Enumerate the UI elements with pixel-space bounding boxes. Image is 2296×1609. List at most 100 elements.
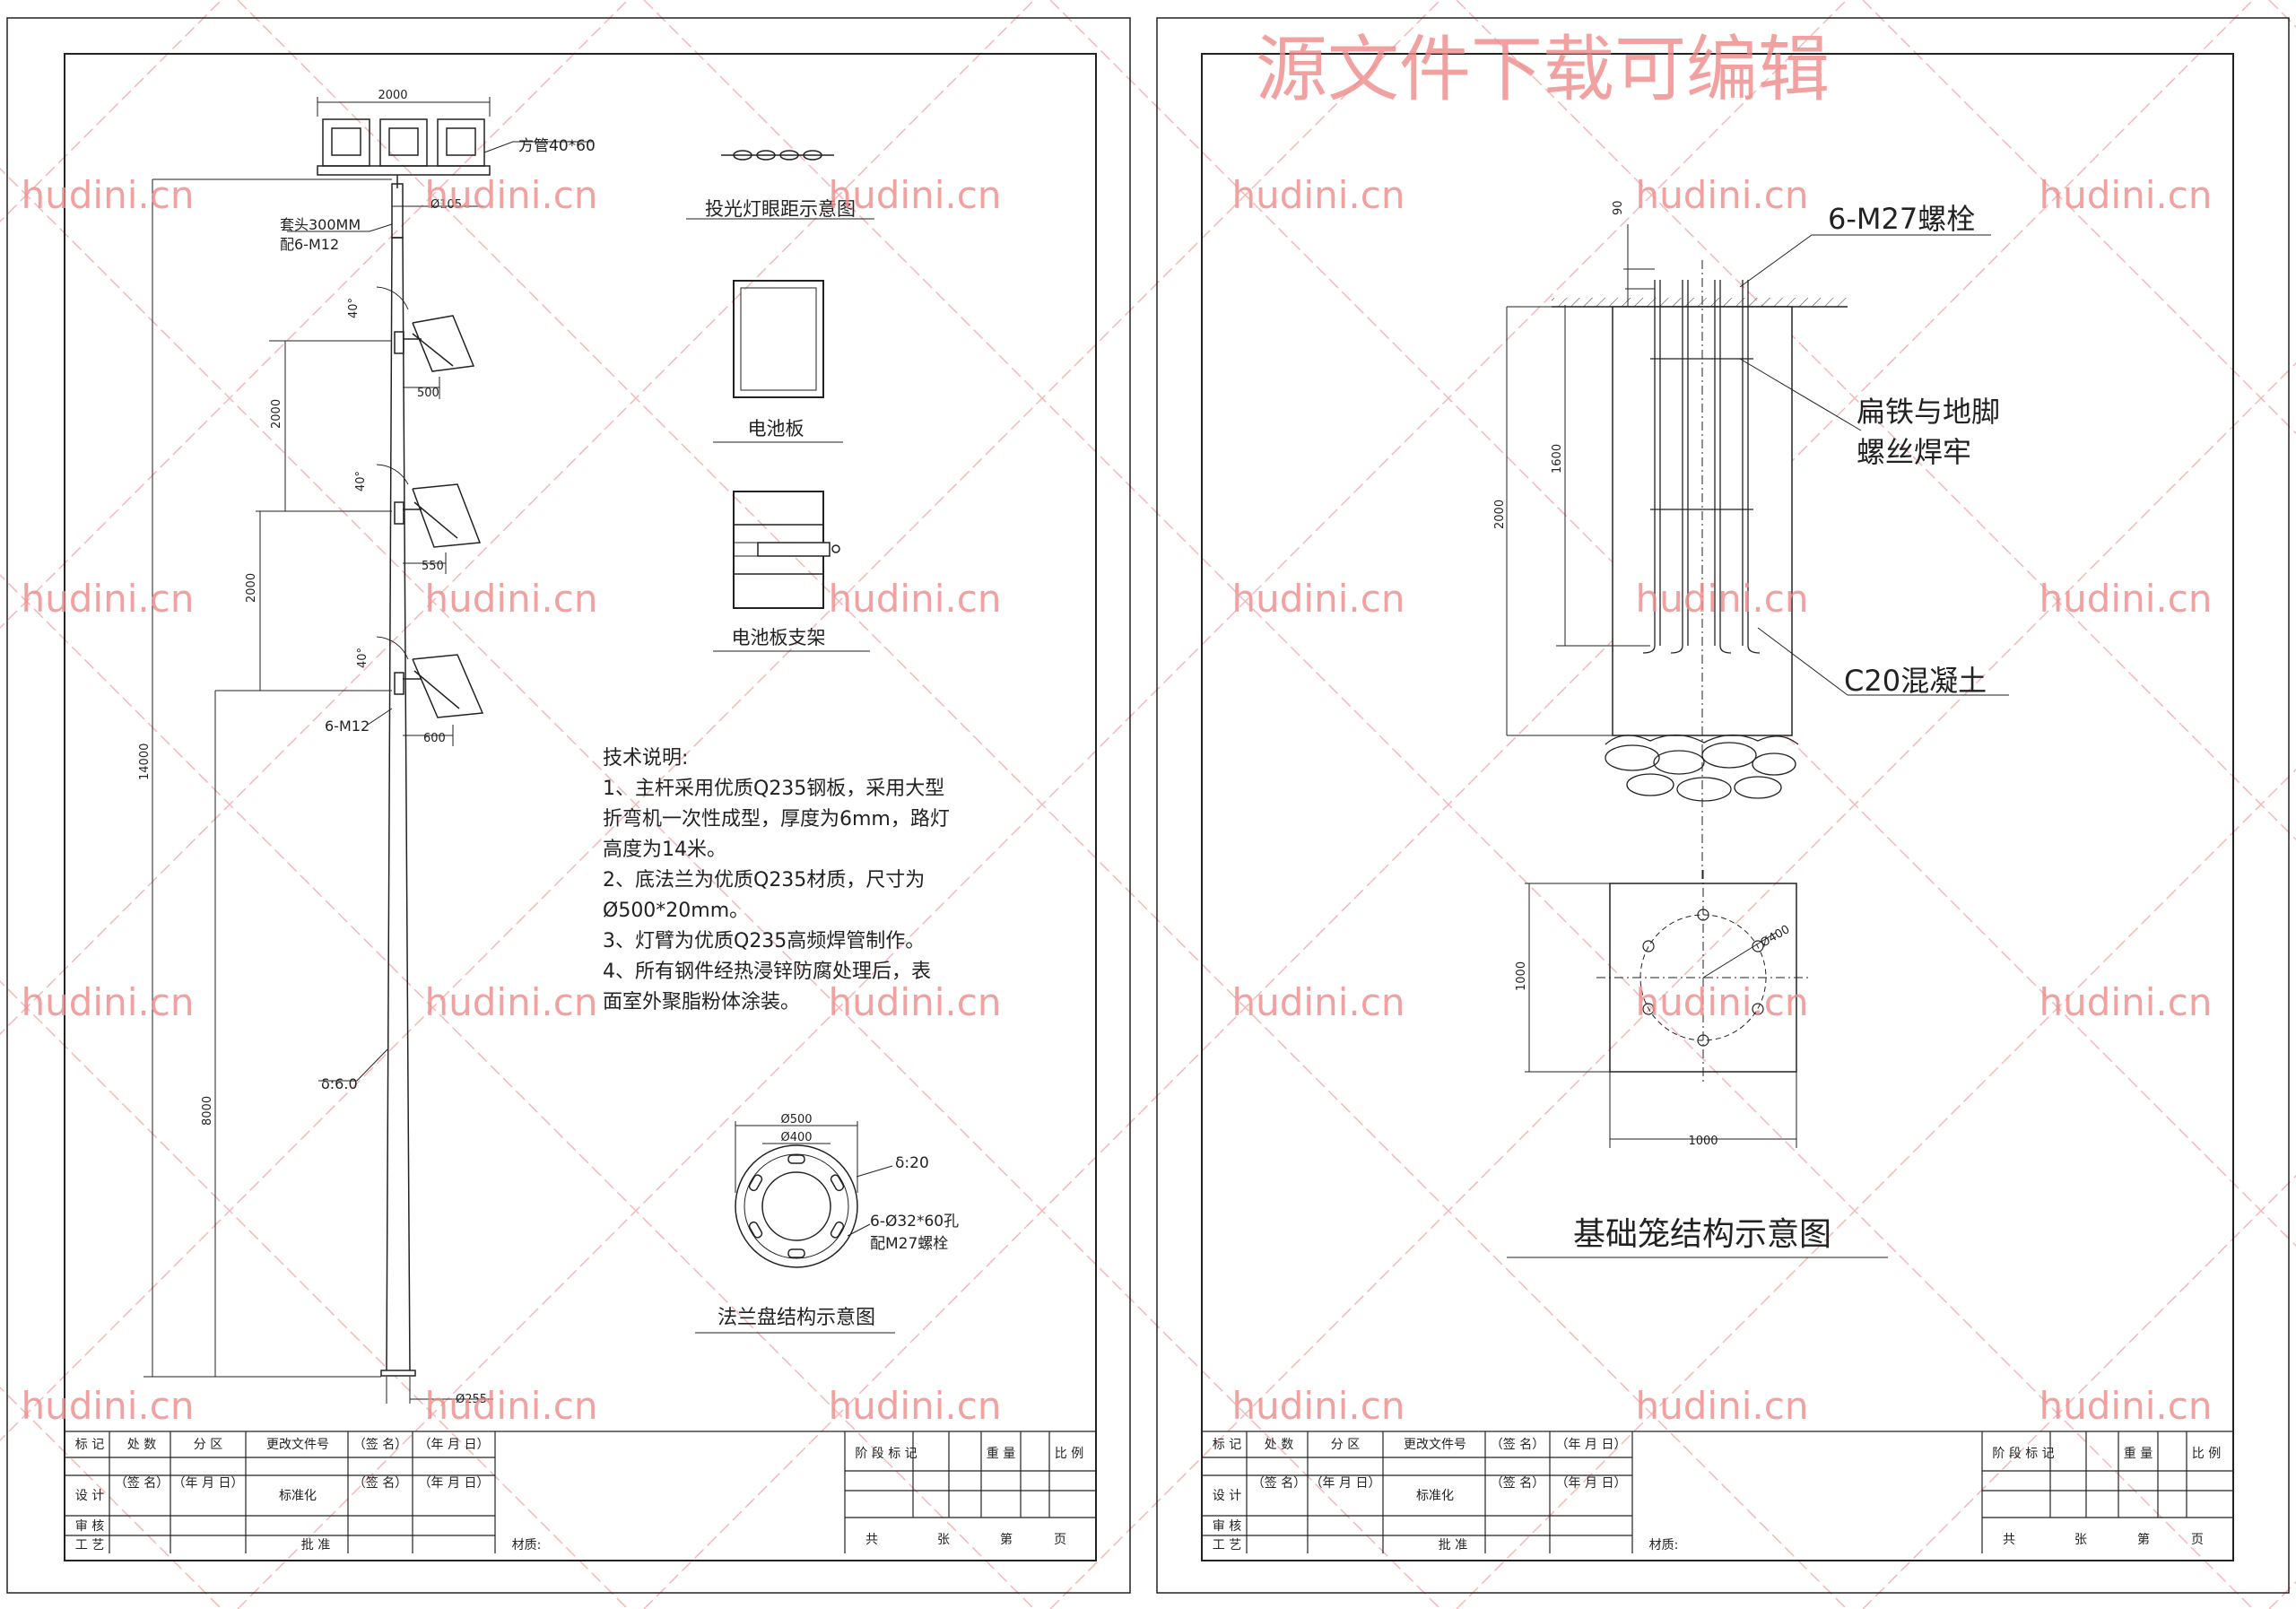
label-sleeve: 套头300MM — [280, 216, 361, 233]
watermark-line — [0, 573, 1035, 1609]
notes-line-1: 1、主杆采用优质Q235钢板，采用大型 — [603, 778, 944, 800]
flange-plate — [695, 1121, 895, 1334]
title-block-review: 审 核 — [75, 1519, 104, 1534]
label-weld-2: 螺丝焊牢 — [1857, 435, 1971, 469]
title-block-sign: （签 名） — [353, 1437, 407, 1452]
title-block-material: 材质: — [1649, 1538, 1679, 1552]
solar-panel-3 — [412, 654, 484, 718]
sheet-frames — [6, 17, 2290, 1594]
dim-1600: 1600 — [1551, 444, 1564, 474]
watermark-line — [643, 0, 2254, 1609]
title-block-stage-mark: 阶 段 标 记 — [1992, 1447, 2054, 1461]
title-block-weight: 重 量 — [987, 1447, 1015, 1461]
flange-thickness: δ:20 — [895, 1154, 929, 1172]
watermark-line — [2268, 1580, 2296, 1609]
dim-height-total: 14000 — [138, 744, 152, 780]
title-block-count: 处 数 — [1265, 1438, 1293, 1452]
title-block-date: （年 月 日） — [419, 1438, 490, 1452]
title-block-standardize: 标准化 — [279, 1489, 317, 1503]
title-block-approve: 批 准 — [301, 1538, 330, 1552]
dim-base-diameter: Ø255 — [456, 1393, 487, 1406]
title-block-zone: 分 区 — [194, 1438, 222, 1452]
title-block-stage-mark: 阶 段 标 记 — [855, 1447, 917, 1461]
title-block-standardize: 标准化 — [1416, 1489, 1454, 1503]
watermark-line — [237, 0, 1848, 1609]
solar-panel-1 — [412, 315, 475, 372]
watermark-site: hudini.cn — [22, 173, 195, 217]
watermark-line — [0, 0, 222, 223]
panel-bracket-title: 电池板支架 — [732, 627, 826, 648]
flange-outer — [735, 1144, 858, 1268]
watermark-site: hudini.cn — [1232, 577, 1405, 621]
watermark-site: hudini.cn — [1636, 1384, 1809, 1428]
title-block-review: 审 核 — [1213, 1519, 1241, 1534]
title-block-count: 处 数 — [127, 1438, 156, 1452]
watermark-site: hudini.cn — [2039, 980, 2213, 1024]
title-block-date: （年 月 日） — [419, 1476, 490, 1491]
watermark-site: hudini.cn — [22, 980, 195, 1024]
watermark-site: hudini.cn — [2039, 577, 2213, 621]
flood-spacing-title: 投光灯眼距示意图 — [705, 198, 856, 220]
watermark-line — [1862, 0, 2296, 435]
dim-phi105: Ø105 — [430, 198, 462, 212]
angle-label-3: 40° — [356, 648, 370, 668]
flange-bolts: 配M27螺栓 — [870, 1235, 948, 1253]
dim-2000: 2000 — [1493, 500, 1507, 529]
notes-line-4: 2、底法兰为优质Q235材质，尺寸为 — [603, 869, 925, 891]
title-block-sign: （签 名） — [1252, 1475, 1306, 1491]
left-sheet-text: 2000 方管40*60 Ø105 套头300MM 配6-M12 40° 40°… — [138, 89, 959, 1406]
title-block-page-no: 第 — [2137, 1532, 2150, 1547]
right-inner-frame — [1201, 53, 2234, 1561]
gravel — [1605, 734, 1799, 802]
title-block-page: 页 — [2191, 1533, 2204, 1547]
watermark-site: hudini.cn — [2039, 173, 2213, 217]
title-block-mark: 标 记 — [1213, 1438, 1241, 1452]
right-sheet-text: 6-M27螺栓 扁铁与地脚 螺丝焊牢 C20混凝土 90 1600 2000 Ø… — [1493, 200, 2000, 1253]
dim-height-lower: 8000 — [201, 1096, 214, 1126]
label-bolts-m12: 6-M12 — [325, 718, 370, 735]
watermark-site: hudini.cn — [22, 1384, 195, 1428]
title-block-zone: 分 区 — [1331, 1438, 1360, 1452]
title-block-approve: 批 准 — [1439, 1538, 1467, 1552]
notes-heading: 技术说明: — [603, 747, 688, 770]
watermark-site: hudini.cn — [829, 577, 1002, 621]
notes-line-2: 折弯机一次性成型，厚度为6mm，路灯 — [603, 808, 950, 831]
watermark-site: hudini.cn — [1636, 980, 1809, 1024]
dim-top-width: 2000 — [378, 89, 407, 102]
title-block-change-doc: 更改文件号 — [1404, 1438, 1466, 1452]
solar-panel-2 — [412, 483, 482, 548]
title-block-design: 设 计 — [1213, 1489, 1241, 1503]
arm-length-3: 600 — [423, 732, 446, 745]
title-block-sign: （签 名） — [1491, 1475, 1544, 1491]
notes-line-8: 面室外聚脂粉体涂装。 — [603, 991, 800, 1013]
watermark-site: hudini.cn — [425, 577, 598, 621]
arm-length-2: 550 — [422, 560, 444, 573]
notes-line-3: 高度为14米。 — [603, 839, 726, 861]
label-weld-1: 扁铁与地脚 — [1857, 395, 2000, 429]
title-block-change-doc: 更改文件号 — [266, 1438, 329, 1452]
watermark-site: hudini.cn — [1636, 173, 1809, 217]
right-outer-frame — [1156, 17, 2290, 1594]
flange-inner-dia: Ø400 — [780, 1131, 812, 1144]
watermark-line — [1456, 0, 2296, 841]
title-block-sign: （签 名） — [115, 1475, 169, 1491]
title-block-sign: （签 名） — [353, 1475, 407, 1491]
label-sleeve-bolts: 配6-M12 — [280, 236, 339, 253]
watermark-banner: 源文件下载可编辑 — [1256, 28, 1830, 111]
title-block-scale: 比 例 — [2192, 1447, 2221, 1461]
title-block-sign: （签 名） — [1491, 1437, 1544, 1452]
watermark-site: hudini.cn — [425, 1384, 598, 1428]
watermark-site: hudini.cn — [2039, 1384, 2213, 1428]
arm-length-1: 500 — [417, 387, 439, 400]
flange-slots — [748, 1154, 845, 1258]
dim-spacing-2: 2000 — [245, 573, 258, 603]
watermark-line — [1862, 1174, 2296, 1609]
solar-panel-legend — [733, 280, 824, 398]
title-block-sheets: 张 — [937, 1533, 950, 1547]
title-block-process: 工 艺 — [1213, 1538, 1241, 1552]
watermark-site: hudini.cn — [22, 577, 195, 621]
plan-bolt-holes — [1642, 909, 1764, 1047]
title-block-text: 标 记 处 数 分 区 更改文件号 （签 名） （年 月 日） 设 计 （签 名） （年 月 日… — [75, 1437, 2221, 1552]
